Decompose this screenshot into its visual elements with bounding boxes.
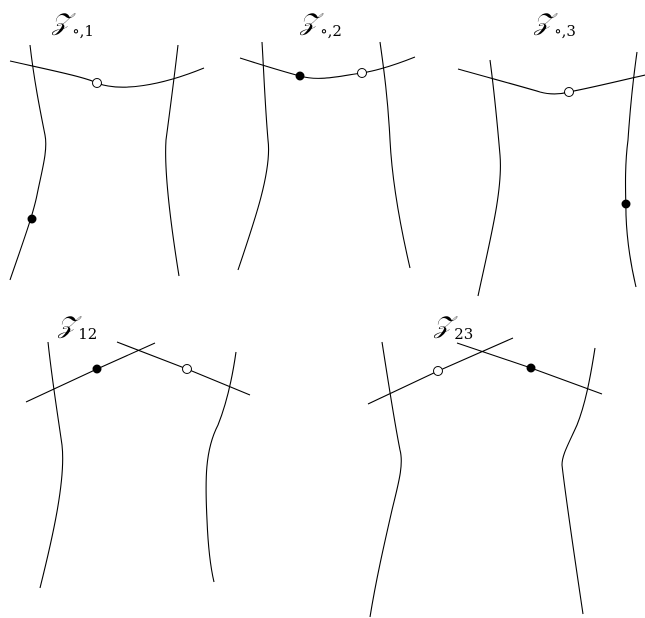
horizontal-arc xyxy=(457,68,645,95)
line-a xyxy=(25,342,156,403)
label-subscript: 23 xyxy=(454,325,473,343)
label-subscript: ∘,2 xyxy=(320,22,342,40)
left-vertical-curve xyxy=(9,44,47,281)
right-vertical-curve xyxy=(205,351,237,583)
panel-z-o-2: 𝒵∘,2 xyxy=(237,8,416,271)
filled-point xyxy=(526,363,536,373)
filled-point xyxy=(27,214,37,224)
panel-z-o-3: 𝒵∘,3 xyxy=(457,8,645,297)
open-point xyxy=(357,68,367,78)
horizontal-arc xyxy=(239,56,416,79)
label-subscript: ∘,1 xyxy=(72,22,94,40)
left-vertical-curve xyxy=(39,341,64,589)
left-vertical-curve xyxy=(237,41,270,271)
right-vertical-curve xyxy=(379,41,411,269)
panel-label: 𝒵∘,1 xyxy=(51,8,94,40)
open-point xyxy=(182,364,192,374)
right-vertical-curve xyxy=(561,347,596,615)
label-subscript: ∘,3 xyxy=(554,22,576,40)
open-point xyxy=(433,366,443,376)
filled-point xyxy=(295,71,305,81)
panel-z-o-1: 𝒵∘,1 xyxy=(9,8,205,281)
open-point xyxy=(564,87,574,97)
left-vertical-curve xyxy=(477,59,501,297)
filled-point xyxy=(621,199,631,209)
open-point xyxy=(92,78,102,88)
left-vertical-curve xyxy=(369,341,402,618)
panel-label: 𝒵∘,3 xyxy=(533,8,576,40)
label-subscript: 12 xyxy=(78,325,97,343)
panel-label: 𝒵∘,2 xyxy=(299,8,342,40)
right-vertical-curve xyxy=(624,51,638,288)
filled-point xyxy=(92,364,102,374)
